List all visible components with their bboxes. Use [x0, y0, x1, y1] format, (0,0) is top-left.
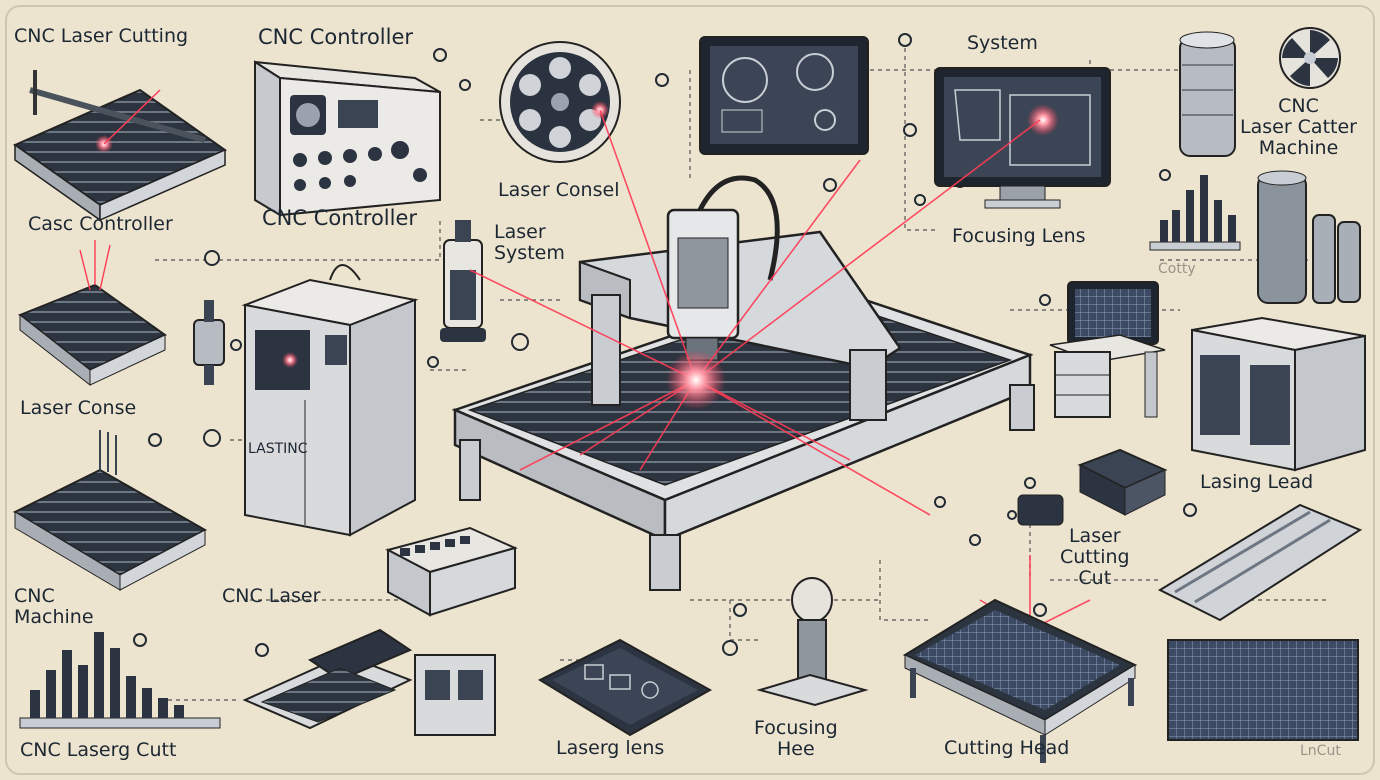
nozzle-part-icon	[193, 300, 225, 385]
cylinder-icon-1	[1179, 31, 1236, 157]
label-cnc-laser-cutting: CNC Laser Cutting	[14, 25, 189, 47]
cabinet-icon-1	[241, 264, 419, 537]
laser-cutter-table-icon-3	[12, 430, 208, 591]
label-focusing-lens: Focusing Lens	[952, 225, 1086, 247]
tablet-icon	[537, 638, 713, 737]
label-cnc-controller-mid: CNC Controller	[262, 206, 418, 230]
label-system-top: System	[967, 32, 1038, 54]
grid-panel-icon	[1167, 639, 1359, 741]
gantry-machine-icon	[451, 175, 1035, 591]
label-laser-cutting-cut: Laser Cutting Cut	[1060, 525, 1130, 589]
control-panel-icon-1	[254, 60, 441, 217]
frame-border	[5, 5, 1375, 775]
monitor-icon-1	[699, 36, 869, 155]
monitor-icon-2	[934, 67, 1111, 209]
gear-fan-icon	[1279, 27, 1341, 89]
label-cnc-laser-catter-machine: CNC Laser Catter Machine	[1240, 95, 1357, 159]
label-cnc-controller-top: CNC Controller	[258, 25, 414, 49]
rail-part-icon	[1157, 503, 1363, 622]
cutting-table-icon	[902, 598, 1138, 763]
label-focusing-hee: Focusing Hee	[754, 717, 838, 760]
laser-beams	[469, 109, 1091, 631]
cabinet-icon-2	[1191, 316, 1366, 472]
laser-cutter-table-icon-2	[18, 240, 167, 387]
bar-chart-icon-2	[19, 632, 221, 729]
label-laser-conse: Laser Conse	[20, 397, 137, 419]
lens-disc-icon	[499, 41, 621, 163]
bar-chart-icon-1	[1149, 175, 1241, 251]
label-cnc-machine: CNC Machine	[14, 585, 94, 628]
box-part-icon	[414, 654, 496, 736]
laser-cutter-table-icon-1	[12, 70, 228, 222]
label-cnc-laser: CNC Laser	[222, 585, 321, 607]
label-casc-controller: Casc Controller	[28, 213, 173, 235]
label-laserg-lens: Laserg lens	[556, 737, 665, 759]
label-cotty: Cotty	[1158, 261, 1196, 277]
laser-burst-icon	[666, 350, 726, 410]
printer-machine-icon	[242, 628, 413, 730]
label-lasing-lead: Lasing Lead	[1200, 471, 1314, 493]
focusing-head-icon	[756, 577, 869, 707]
keypad-device-icon	[385, 526, 518, 617]
label-faded-bottom-right: LnCut	[1300, 743, 1341, 759]
label-lastinc: LASTINC	[248, 441, 308, 457]
label-cutting-head: Cutting Head	[944, 737, 1070, 759]
label-laser-system: Laser System	[494, 221, 565, 264]
label-cnc-laserg-cutt: CNC Laserg Cutt	[20, 739, 177, 761]
label-laser-consel: Laser Consel	[498, 179, 620, 201]
monitor-icon-3	[1049, 281, 1166, 418]
cylinder-icon-2	[1257, 170, 1361, 304]
laser-module-icon	[1017, 448, 1168, 526]
laser-tube-icon	[440, 220, 486, 342]
